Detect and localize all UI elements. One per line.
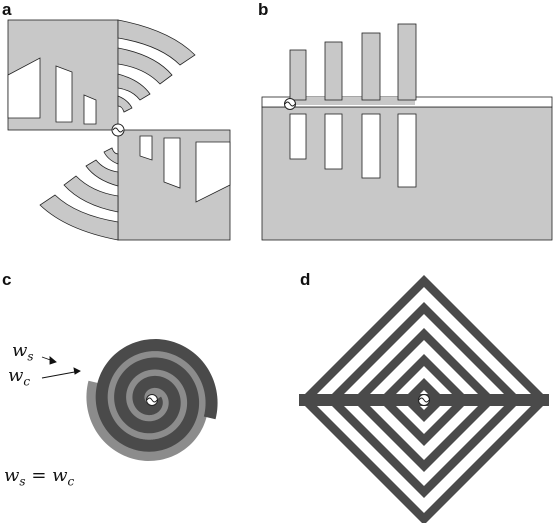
panel-d-band-12 <box>378 354 424 400</box>
panel-b-slot-bottom-2 <box>324 113 343 170</box>
wc-label: wc <box>8 365 30 389</box>
panel-a-antenna <box>7 19 231 241</box>
panel-c-spiral-arm-2 <box>95 339 218 452</box>
panel-a-slot-5 <box>163 137 181 189</box>
panel-d-band-14 <box>424 400 470 446</box>
panel-b-slot-bottom-3 <box>361 113 381 179</box>
panel-label-a: a <box>2 0 12 19</box>
panel-d-band-5 <box>424 302 522 400</box>
panel-c-spiral-arm-1 <box>86 348 209 461</box>
panel-c-feed-symbol <box>146 397 158 403</box>
equation-label: ws = wc <box>4 465 75 489</box>
panel-d-band-9 <box>424 328 496 400</box>
panel-a-slot-1 <box>7 57 41 119</box>
panel-d-band-2 <box>424 400 549 523</box>
panel-d-band-6 <box>424 400 522 498</box>
panel-d-band-3 <box>299 400 424 523</box>
panel-label-d: d <box>300 270 311 289</box>
panel-a-arc-2 <box>117 47 173 85</box>
panel-a-feed-symbol <box>112 127 124 133</box>
panel-a-arc-4 <box>117 95 133 113</box>
panel-a-arc-8 <box>103 147 119 165</box>
panel-a-arc-5 <box>39 194 119 241</box>
panel-d-band-11 <box>352 400 424 472</box>
panel-d-band-10 <box>424 400 496 472</box>
panel-c-spiral <box>86 339 218 461</box>
panel-a-slot-6 <box>195 141 231 203</box>
wc-arrow <box>41 370 81 379</box>
panel-a-arc-6 <box>63 175 119 213</box>
panel-b-finger-top-3 <box>361 32 381 101</box>
wc-arrowhead <box>73 367 81 375</box>
panel-d-band-0 <box>299 275 424 400</box>
panel-a-slot-4 <box>139 135 153 161</box>
panel-b-finger-top-1 <box>289 49 307 101</box>
panel-d-square-antenna <box>299 275 549 523</box>
panel-b-finger-top-2 <box>324 41 343 101</box>
ws-label: ws <box>12 340 34 364</box>
panel-d-band-15 <box>378 400 424 446</box>
panel-a-arc-7 <box>85 159 119 187</box>
panel-d-band-1 <box>424 275 549 400</box>
panel-b-feed-symbol <box>284 101 296 107</box>
panel-d-band-13 <box>424 354 470 400</box>
panel-d-band-8 <box>352 328 424 400</box>
panel-b-feed-line <box>290 97 415 105</box>
panel-a-slot-3 <box>83 94 97 125</box>
ws-arrowhead <box>49 356 57 365</box>
panel-d-band-4 <box>326 302 424 400</box>
panel-label-c: c <box>2 270 12 289</box>
wc-label-sub: c <box>23 374 31 389</box>
panel-d-feed-symbol <box>418 397 430 403</box>
ws-label-sub: s <box>27 349 34 364</box>
panel-c-dimension-arrows <box>41 356 81 379</box>
panel-b-slot-bottom-1 <box>289 113 307 160</box>
panel-b-finger-top-4 <box>397 23 417 101</box>
panel-b-slot-bottom-4 <box>397 113 417 188</box>
ws-label-w: w <box>12 340 28 361</box>
wc-label-w: w <box>8 365 24 386</box>
panel-a-arc-3 <box>117 73 151 101</box>
panel-a-slot-2 <box>55 65 73 123</box>
panel-label-b: b <box>258 0 269 19</box>
panel-a-arc-1 <box>117 19 196 66</box>
panel-d-band-7 <box>326 400 424 498</box>
panel-b-antenna <box>261 23 553 241</box>
